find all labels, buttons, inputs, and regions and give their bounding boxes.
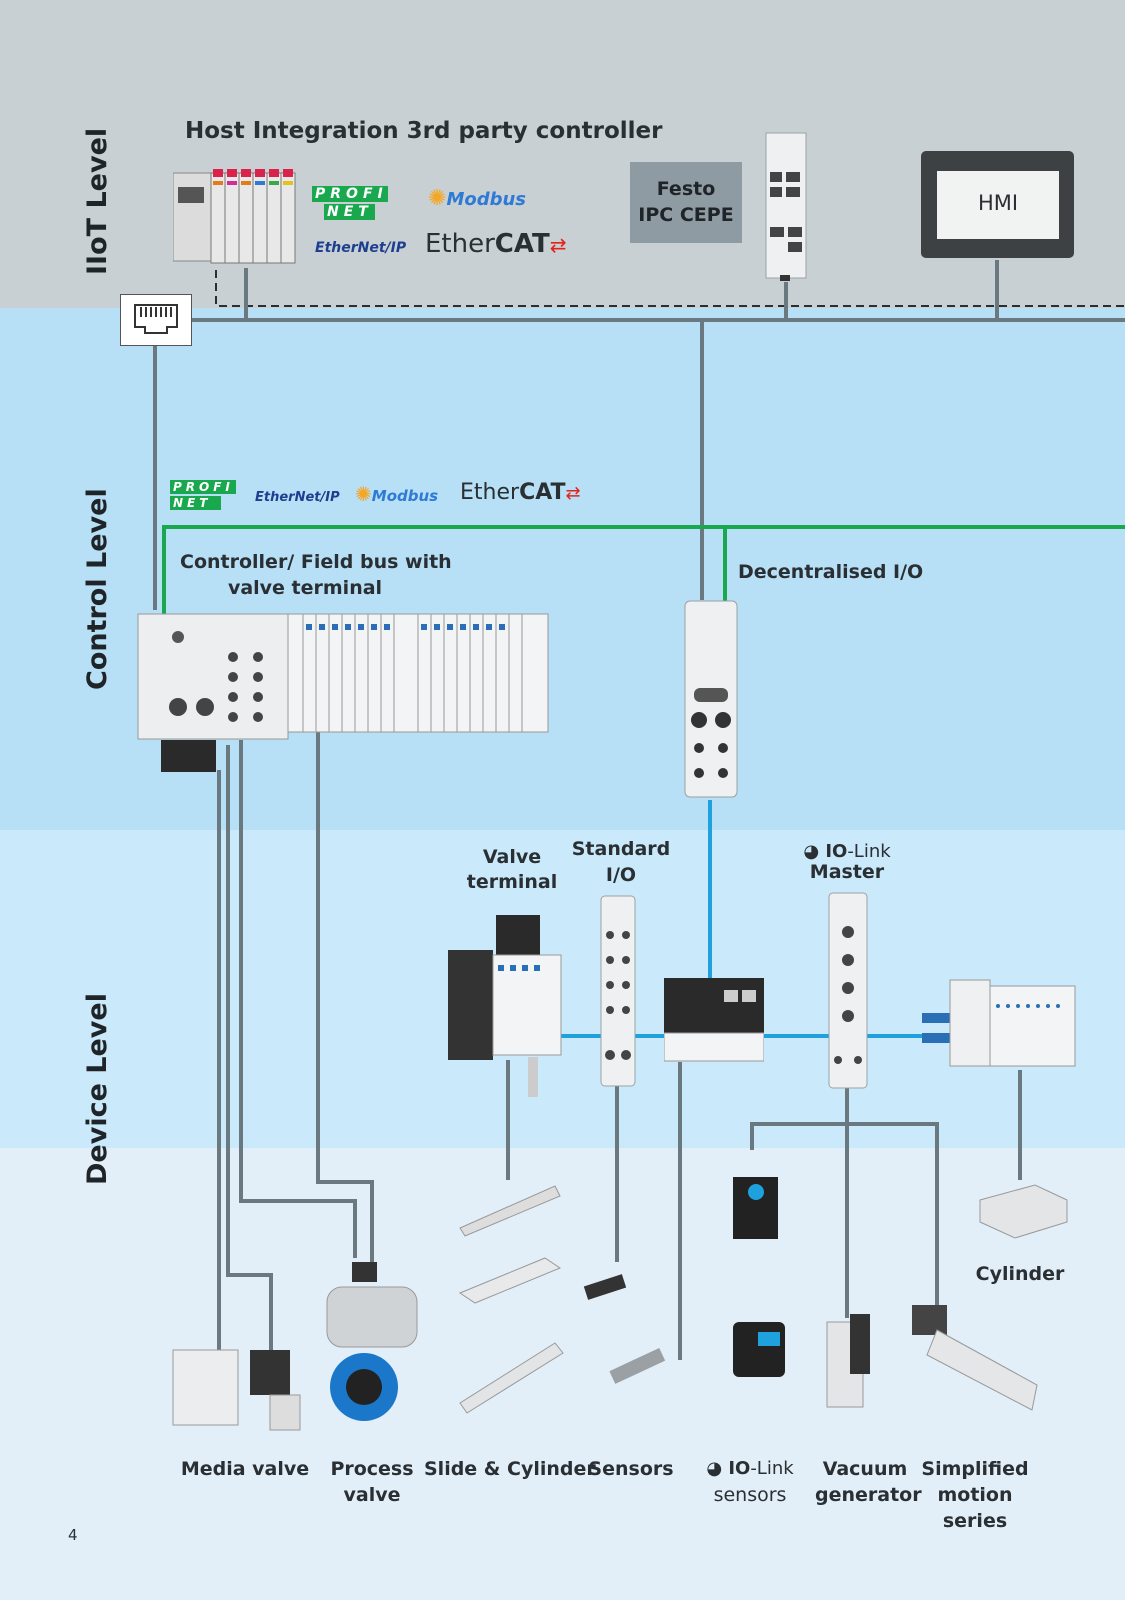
- ipc-device-image: [762, 127, 810, 282]
- iolink-sensors-image: [728, 1172, 788, 1387]
- vacuum-generator-image: [825, 1312, 875, 1412]
- cylinder-label: Cylinder: [975, 1263, 1065, 1285]
- media-valve-image: [165, 1320, 315, 1445]
- page-title: Host Integration 3rd party controller: [185, 118, 663, 144]
- vacuum-generator-label-1: Vacuum: [822, 1458, 908, 1480]
- hmi-screen: [937, 171, 1059, 239]
- vacuum-generator-label-2: generator: [815, 1484, 922, 1506]
- modbus-star-icon-2: ✺: [355, 482, 372, 506]
- festo-ipc-box: Festo IPC CEPE: [630, 162, 742, 243]
- fieldbus-label-line1: Controller/ Field bus with: [180, 551, 452, 573]
- ipc-label-line2: IPC CEPE: [638, 204, 734, 226]
- iolink-icon: ◕: [803, 841, 820, 862]
- process-valve-label-1: Process: [330, 1458, 414, 1480]
- cylinder-compact-image: [975, 1180, 1070, 1240]
- ethernet-port-icon: [120, 294, 192, 346]
- sensors-label: Sensors: [588, 1458, 674, 1480]
- ethercat-logo: EtherCAT⇄: [425, 229, 567, 259]
- bus-coupler-image: [664, 978, 764, 1063]
- valve-terminal-right-image: [922, 978, 1080, 1073]
- hmi-panel: HMI: [921, 151, 1074, 258]
- profinet-logo-2: PROFI NET: [170, 480, 236, 510]
- iolink-icon-2: ◕: [706, 1458, 723, 1479]
- iolink-master-module-image: [828, 892, 868, 1089]
- slide-cylinder-image: [455, 1178, 570, 1418]
- iolink-master-label-1: ◕ IO-Link: [803, 841, 891, 862]
- simplified-motion-label-2: motion: [937, 1484, 1013, 1506]
- profinet-logo: PROFI NET: [312, 186, 388, 220]
- valve-terminal-image: [448, 915, 568, 1110]
- green-fieldbus-line: [162, 525, 1125, 615]
- ethercat-arrows-icon: ⇄: [549, 233, 567, 257]
- media-valve-label: Media valve: [180, 1458, 310, 1480]
- iiot-level-label: IIoT Level: [82, 127, 113, 275]
- sensor-images: [580, 1245, 695, 1405]
- valve-terminal-label-2: terminal: [466, 871, 558, 893]
- iolink-sensors-label-2: sensors: [713, 1484, 787, 1506]
- ipc-label-line1: Festo: [656, 178, 716, 200]
- simplified-motion-image: [912, 1300, 1047, 1415]
- ethercat-arrows-icon-2: ⇄: [565, 483, 581, 504]
- simplified-motion-label-3: series: [942, 1510, 1008, 1532]
- ethercat-logo-2: EtherCAT⇄: [460, 480, 581, 505]
- ethernetip-logo-2: EtherNet/IP: [255, 490, 340, 505]
- standard-io-module-image: [600, 895, 636, 1087]
- ethernetip-logo: EtherNet/IP: [315, 240, 407, 256]
- hmi-label: HMI: [977, 191, 1019, 215]
- slide-cylinder-label: Slide & Cylinder: [424, 1458, 596, 1480]
- standard-io-label-1: Standard: [571, 838, 671, 860]
- process-valve-image: [322, 1262, 422, 1427]
- process-valve-label-2: valve: [343, 1484, 401, 1506]
- device-level-label: Device Level: [82, 993, 113, 1185]
- decentral-io-label: Decentralised I/O: [738, 561, 924, 583]
- modbus-star-icon: ✺: [428, 186, 447, 211]
- iolink-sensors-label-1: ◕ IO-Link: [706, 1458, 794, 1479]
- plc-rack-image: [173, 165, 298, 270]
- fieldbus-label-line2: valve terminal: [227, 577, 383, 599]
- decentralised-io-module-image: [682, 598, 740, 800]
- iiot-dashed-line: [215, 270, 1125, 307]
- simplified-motion-label-1: Simplified: [921, 1458, 1029, 1480]
- control-level-label: Control Level: [82, 488, 113, 690]
- iolink-master-label-2: Master: [809, 861, 885, 883]
- modbus-logo: ✺Modbus: [428, 186, 527, 211]
- device-level-band: [0, 830, 1125, 1148]
- page-number: 4: [68, 1526, 78, 1544]
- valve-terminal-label-1: Valve: [482, 846, 542, 868]
- standard-io-label-2: I/O: [605, 864, 637, 886]
- controller-valve-terminal-image: [133, 612, 553, 772]
- modbus-logo-2: ✺Modbus: [355, 482, 439, 506]
